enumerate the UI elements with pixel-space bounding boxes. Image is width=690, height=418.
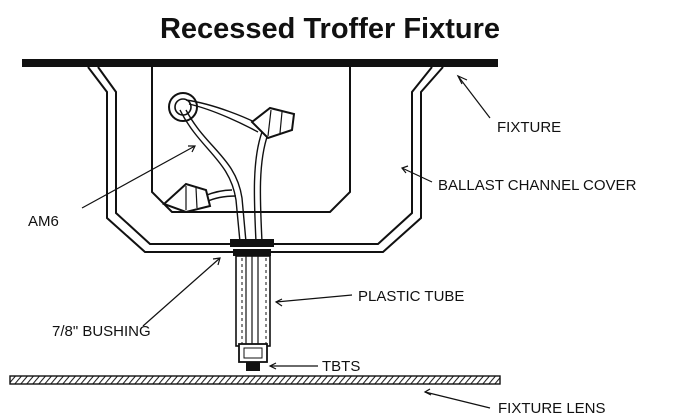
label-bushing: 7/8" BUSHING	[52, 323, 151, 340]
label-plastic-tube: PLASTIC TUBE	[358, 288, 464, 305]
leader-lines	[81, 74, 491, 409]
label-ballast-channel-cover: BALLAST CHANNEL COVER	[438, 177, 637, 194]
bushing	[230, 239, 274, 247]
fixture-top-bar	[22, 59, 498, 67]
knockout-inner	[174, 98, 192, 116]
label-fixture: FIXTURE	[497, 119, 561, 136]
ballast-channel-cover	[151, 67, 351, 213]
label-fixture-lens: FIXTURE LENS	[498, 400, 606, 417]
tbts-sensor	[238, 343, 268, 371]
fixture-housing-outer	[87, 66, 444, 253]
label-am6: AM6	[28, 213, 59, 230]
plastic-tube	[235, 255, 271, 347]
wire-nut-lower	[162, 182, 212, 214]
fixture-housing-inner	[97, 66, 433, 245]
bushing-lower	[233, 249, 271, 256]
page-title: Recessed Troffer Fixture	[160, 13, 500, 45]
fixture-lens	[9, 375, 501, 385]
label-tbts: TBTS	[322, 358, 360, 375]
wire-nut-upper	[250, 106, 296, 140]
am6-wires	[179, 99, 269, 243]
